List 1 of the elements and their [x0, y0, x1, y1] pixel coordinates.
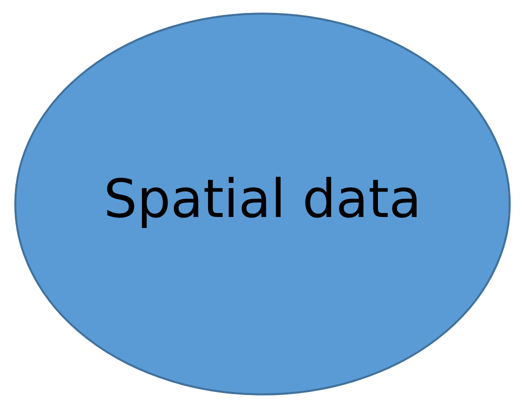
node-ellipse: Spatial data	[14, 12, 511, 396]
